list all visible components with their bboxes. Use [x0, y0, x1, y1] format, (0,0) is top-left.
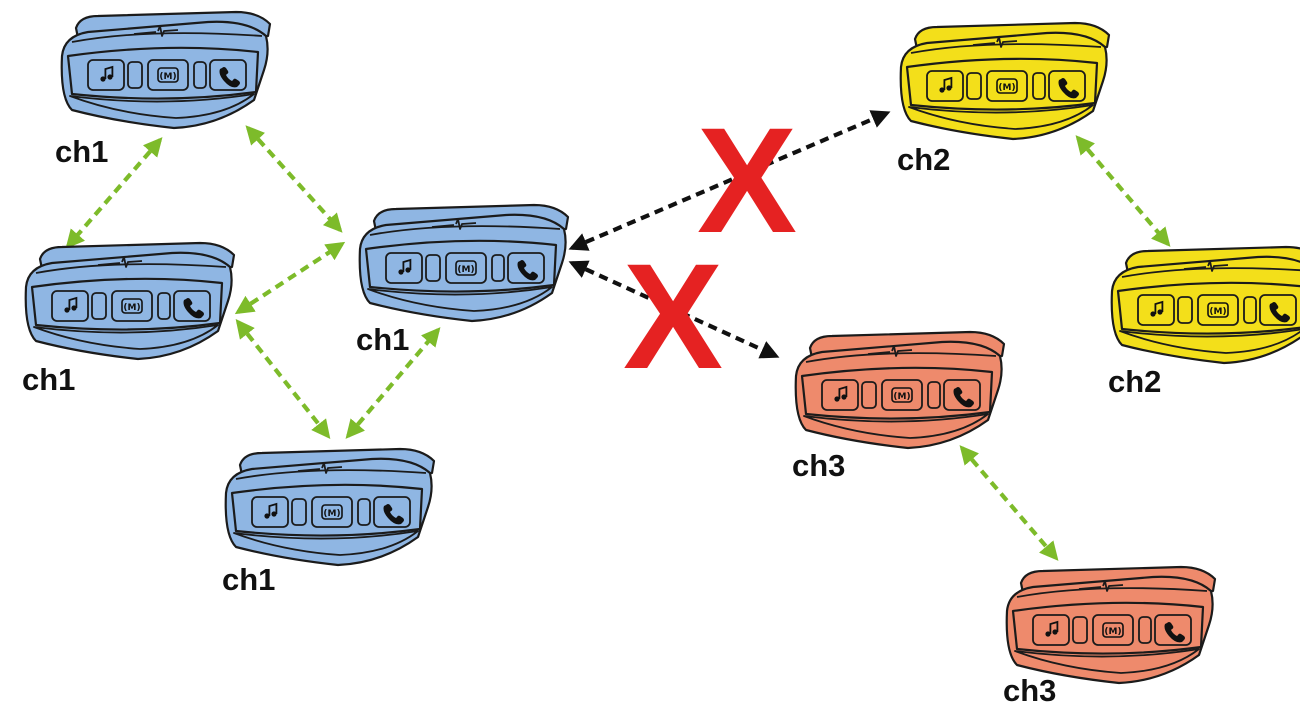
device-button-1 — [87, 59, 125, 91]
phone-icon — [953, 387, 974, 408]
device-button-2 — [1197, 294, 1239, 326]
brand-logo — [867, 345, 913, 357]
phone-icon — [1269, 302, 1290, 323]
music-icon — [100, 65, 114, 82]
phone-icon — [1058, 78, 1079, 99]
device-button-3 — [1048, 70, 1086, 102]
mesh-icon: (M) — [455, 260, 477, 276]
svg-text:(M): (M) — [457, 265, 474, 275]
intercom-device-d6: (M) — [1110, 245, 1300, 365]
device-button-3 — [1259, 294, 1297, 326]
svg-text:(M): (M) — [159, 72, 176, 82]
connected-link-d2-d3 — [235, 319, 331, 439]
device-button-3 — [173, 290, 211, 322]
phone-icon — [517, 260, 538, 281]
music-icon — [64, 296, 78, 313]
devices-layer: (M) ch1 (M) ch1 (M) ch1 (M) ch1 (M) ch2 (M) ch2 (M) c… — [22, 10, 1300, 705]
phone-icon — [183, 298, 204, 319]
phone-icon — [383, 504, 404, 525]
brand-logo — [431, 218, 477, 230]
device-button-1 — [1137, 294, 1175, 326]
device-button-1 — [821, 379, 859, 411]
blocked-mark-ch2: X — [697, 96, 797, 264]
connected-link-d1-d2 — [65, 137, 163, 249]
svg-text:(M): (M) — [998, 83, 1015, 93]
device-button-2 — [147, 59, 189, 91]
brand-logo — [297, 462, 343, 474]
music-icon — [264, 502, 278, 519]
channel-label-d1: ch1 — [55, 134, 108, 169]
brand-logo — [1078, 580, 1124, 592]
music-icon — [1150, 300, 1164, 317]
connected-link-d2-d4 — [234, 241, 346, 315]
intercom-device-d3: (M) — [224, 447, 436, 567]
connected-link-d1-d4 — [245, 125, 343, 233]
links-layer — [65, 110, 1171, 561]
music-icon — [834, 385, 848, 402]
device-button-1 — [926, 70, 964, 102]
intercom-device-d2: (M) — [24, 241, 236, 361]
svg-text:(M): (M) — [1104, 627, 1121, 637]
mesh-icon: (M) — [157, 67, 179, 83]
device-button-2 — [1092, 614, 1134, 646]
phone-icon — [219, 67, 240, 88]
mesh-icon: (M) — [1207, 302, 1229, 318]
channel-label-d4: ch1 — [356, 322, 409, 357]
brand-logo — [97, 256, 143, 268]
intercom-device-d1: (M) — [60, 10, 272, 130]
music-icon — [939, 76, 953, 93]
svg-text:(M): (M) — [123, 303, 140, 313]
device-button-1 — [51, 290, 89, 322]
device-button-3 — [1154, 614, 1192, 646]
blocked-link-d4-d5 — [568, 110, 891, 251]
svg-text:(M): (M) — [323, 509, 340, 519]
channel-label-d8: ch3 — [1003, 673, 1056, 705]
mesh-icon: (M) — [121, 298, 143, 314]
device-button-2 — [111, 290, 153, 322]
device-button-3 — [507, 252, 545, 284]
intercom-device-d4: (M) — [358, 203, 570, 323]
channel-label-d7: ch3 — [792, 448, 845, 483]
device-button-3 — [209, 59, 247, 91]
brand-logo — [1183, 260, 1229, 272]
intercom-device-d7: (M) — [794, 330, 1006, 450]
brand-logo — [133, 25, 179, 37]
device-button-3 — [373, 496, 411, 528]
mesh-icon: (M) — [996, 78, 1018, 94]
mesh-icon: (M) — [1102, 622, 1124, 638]
connected-link-d3-d4 — [345, 327, 441, 439]
device-button-2 — [311, 496, 353, 528]
channel-label-d6: ch2 — [1108, 364, 1161, 399]
device-button-1 — [251, 496, 289, 528]
device-button-2 — [986, 70, 1028, 102]
mesh-icon: (M) — [321, 504, 343, 520]
svg-text:(M): (M) — [1209, 307, 1226, 317]
blocked-mark-ch3: X — [623, 232, 723, 400]
blocked-link-d4-d7 — [568, 260, 780, 359]
svg-text:(M): (M) — [893, 392, 910, 402]
device-button-1 — [1032, 614, 1070, 646]
blocked-marks-layer: XX — [623, 96, 797, 400]
connected-link-d5-d6 — [1075, 135, 1171, 247]
channel-label-d3: ch1 — [222, 562, 275, 597]
music-icon — [398, 258, 412, 275]
channel-label-d2: ch1 — [22, 362, 75, 397]
intercom-device-d8: (M) — [1005, 565, 1217, 685]
connected-link-d7-d8 — [959, 445, 1059, 561]
intercom-device-d5: (M) — [899, 21, 1111, 141]
brand-logo — [972, 36, 1018, 48]
mesh-icon: (M) — [891, 387, 913, 403]
device-button-2 — [445, 252, 487, 284]
device-button-2 — [881, 379, 923, 411]
phone-icon — [1164, 622, 1185, 643]
device-button-1 — [385, 252, 423, 284]
music-icon — [1045, 620, 1059, 637]
channel-label-d5: ch2 — [897, 142, 950, 177]
device-button-3 — [943, 379, 981, 411]
